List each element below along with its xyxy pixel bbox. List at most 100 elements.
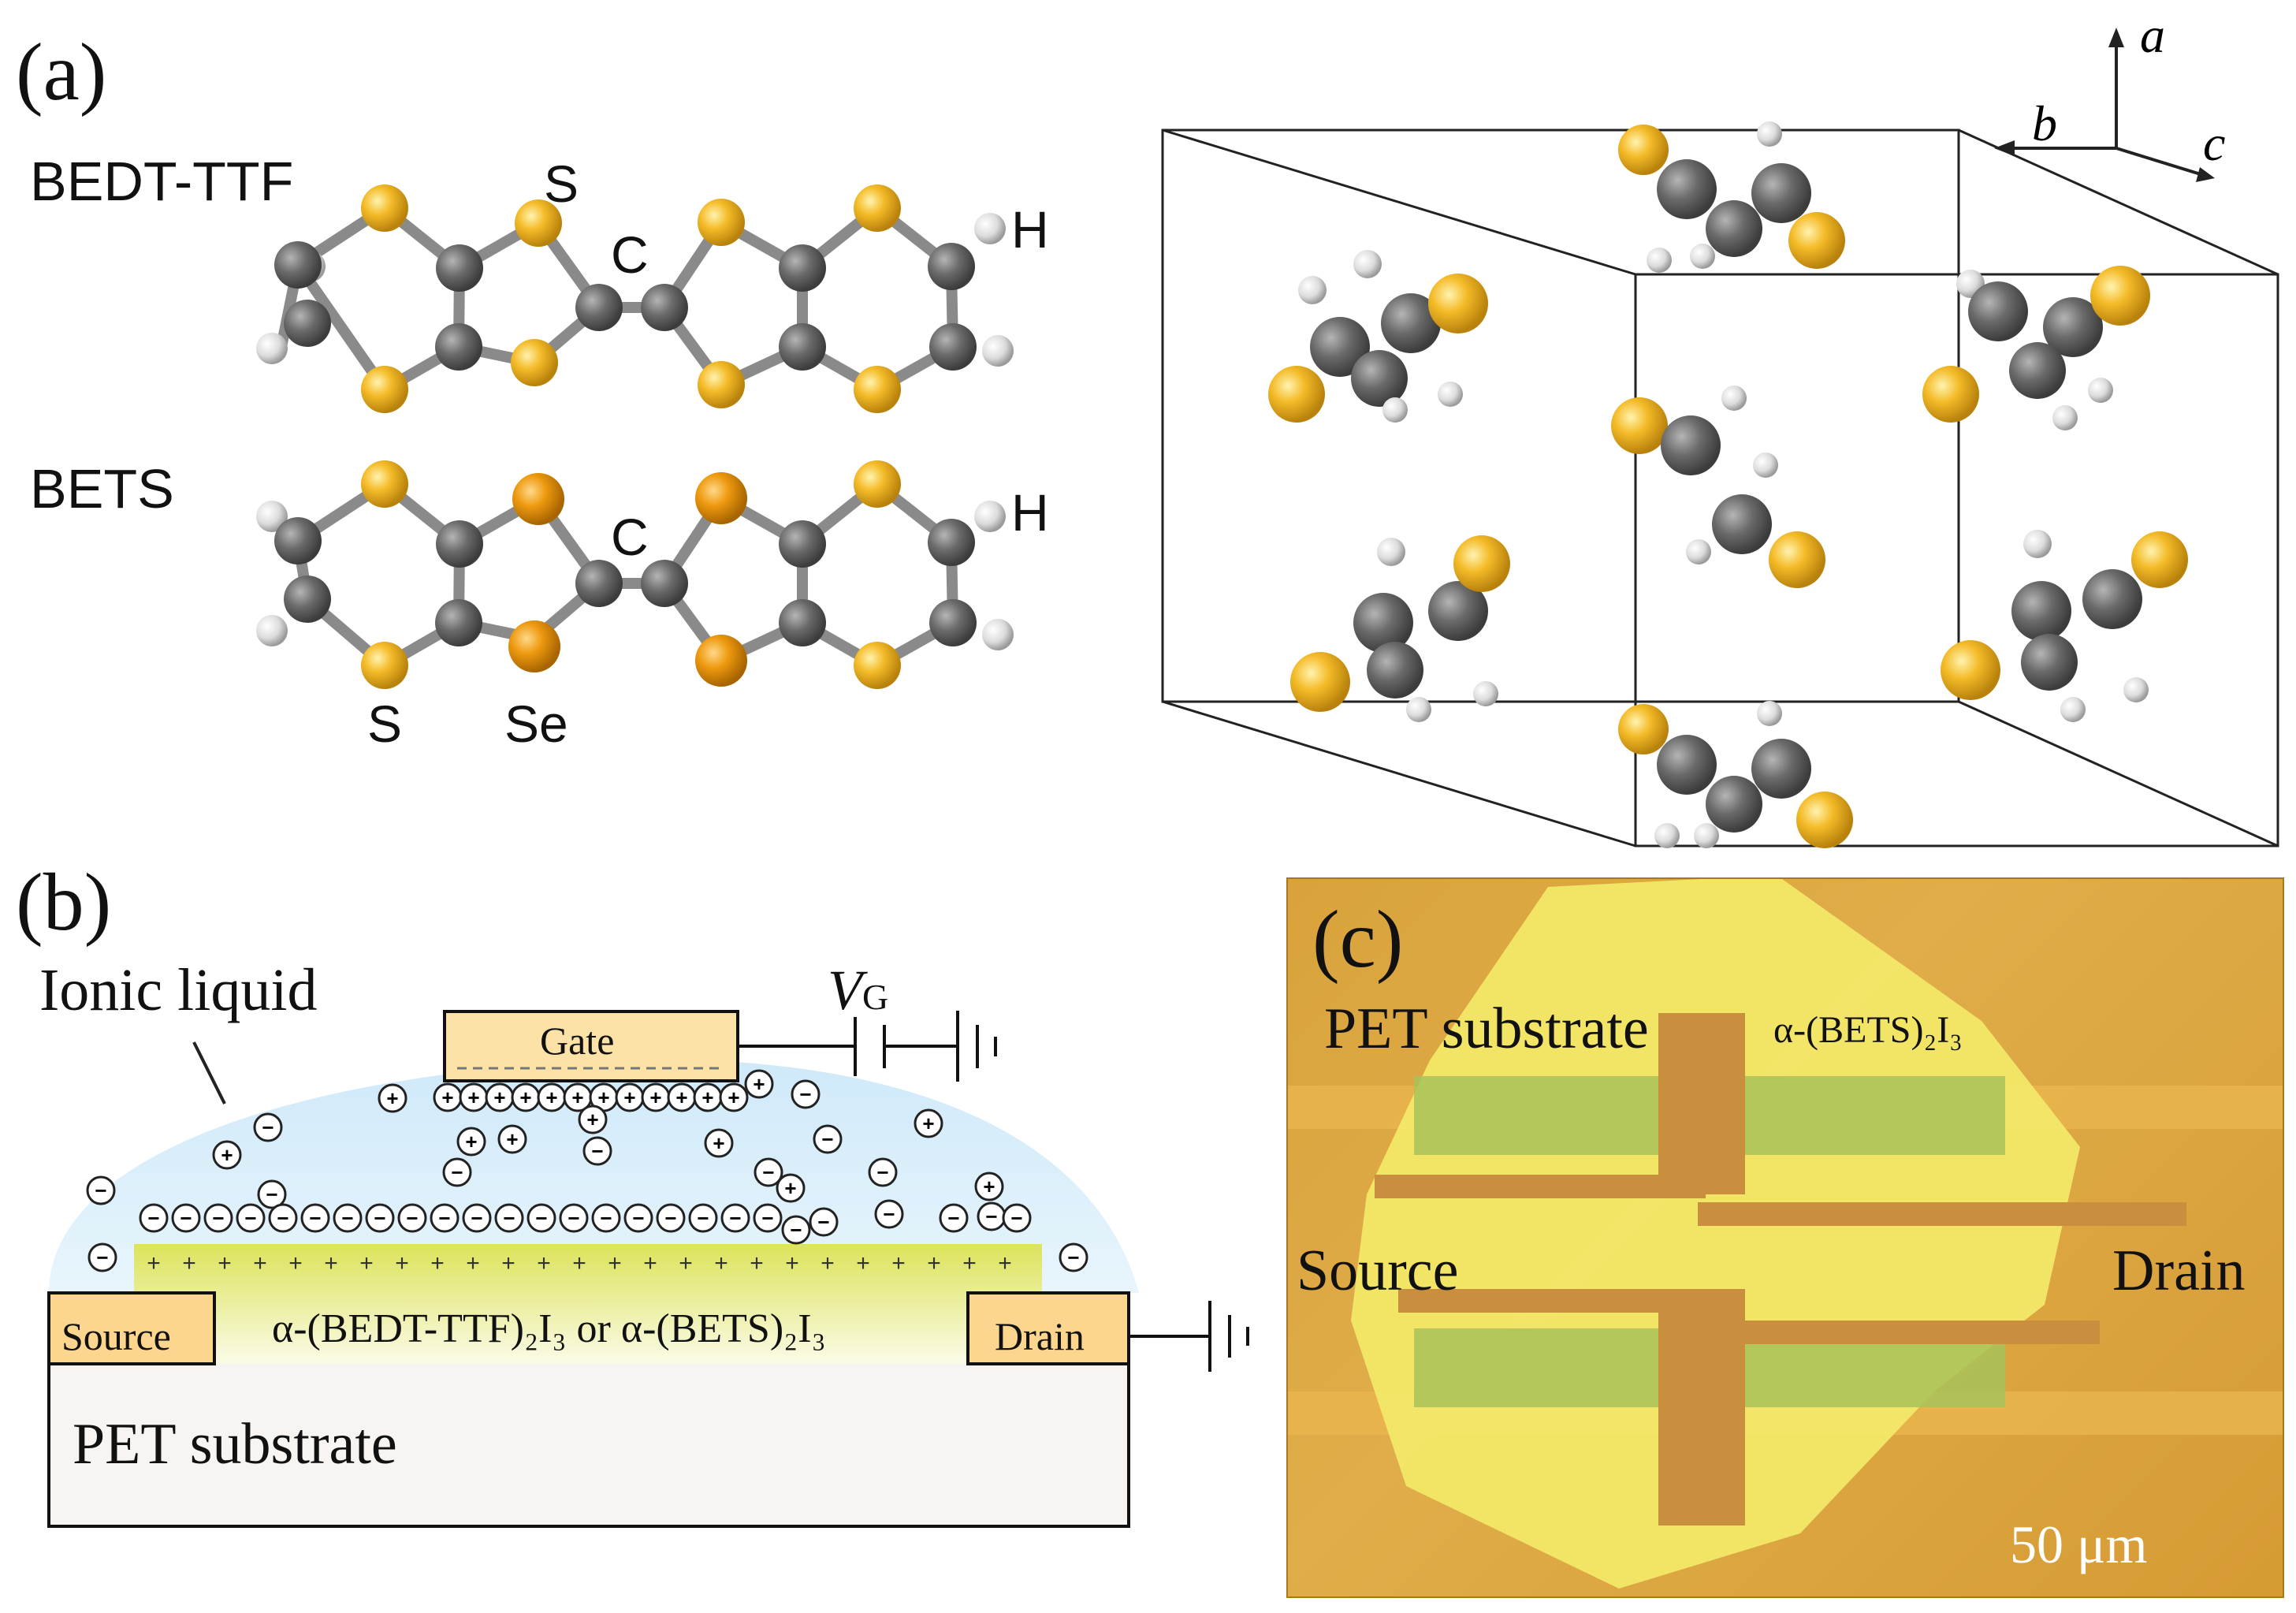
substrate-block — [47, 1361, 1130, 1528]
gate-label: Gate — [540, 1019, 615, 1063]
anion: − — [977, 1201, 1007, 1231]
anion: − — [791, 1079, 821, 1109]
source-label-c: Source — [1297, 1239, 1459, 1303]
svg-text:−: − — [95, 1179, 106, 1202]
cation: + — [744, 1069, 774, 1099]
ionic-liquid-label: Ionic liquid — [39, 957, 318, 1023]
svg-text:+: + — [922, 1112, 934, 1135]
svg-text:−: − — [212, 1206, 224, 1230]
anion: − — [397, 1203, 427, 1233]
anion: − — [430, 1203, 460, 1233]
hole-charge: + — [324, 1250, 338, 1276]
source-electrode — [47, 1291, 216, 1365]
hole-charge: + — [643, 1250, 657, 1276]
svg-text:−: − — [664, 1206, 676, 1230]
svg-text:−: − — [600, 1206, 612, 1230]
anion: − — [753, 1203, 783, 1233]
svg-text:+: + — [441, 1086, 453, 1109]
cation: + — [485, 1082, 515, 1112]
svg-text:+: + — [753, 1072, 765, 1096]
svg-text:−: − — [262, 1116, 274, 1139]
hole-charge: + — [218, 1250, 232, 1276]
anion: − — [257, 1179, 287, 1209]
svg-text:−: − — [309, 1206, 321, 1230]
hole-charge: + — [359, 1250, 374, 1276]
svg-text:+: + — [649, 1086, 661, 1109]
anion: − — [781, 1215, 811, 1245]
cation: + — [456, 1127, 486, 1157]
atom-label-se: Se — [504, 695, 568, 753]
svg-text:+: + — [701, 1086, 713, 1109]
hole-charge: + — [750, 1250, 764, 1276]
panel-b-label: (b) — [16, 857, 112, 948]
anion: − — [333, 1203, 363, 1233]
atom-label-h-top: H — [1011, 200, 1049, 259]
svg-text:−: − — [729, 1206, 741, 1230]
cation: + — [914, 1108, 943, 1138]
svg-text:−: − — [799, 1082, 811, 1106]
svg-text:−: − — [147, 1206, 159, 1230]
hole-charge: + — [608, 1250, 622, 1276]
anion: − — [939, 1203, 969, 1233]
cation: + — [667, 1082, 697, 1112]
anion: − — [623, 1203, 653, 1233]
svg-text:−: − — [697, 1206, 709, 1230]
unit-cell-molecules — [1268, 121, 2188, 848]
anion: − — [203, 1203, 233, 1233]
svg-text:+: + — [493, 1086, 505, 1109]
anion: − — [253, 1112, 283, 1142]
vg-sub: G — [861, 977, 889, 1017]
svg-text:−: − — [266, 1183, 277, 1206]
svg-text:−: − — [876, 1160, 888, 1184]
cation: + — [563, 1082, 593, 1112]
micrograph-drawing — [1288, 879, 2283, 1589]
cation: + — [378, 1083, 407, 1113]
cation: + — [615, 1082, 645, 1112]
svg-text:−: − — [503, 1206, 515, 1230]
cation: + — [704, 1128, 734, 1158]
svg-text:−: − — [947, 1206, 959, 1230]
anion: − — [582, 1136, 612, 1166]
svg-text:−: − — [790, 1218, 802, 1242]
source-label: Source — [61, 1314, 171, 1358]
anion: − — [442, 1157, 472, 1187]
svg-text:+: + — [784, 1176, 796, 1200]
svg-text:−: − — [451, 1160, 463, 1184]
channel-charges: +++++++++++++++++++++++++ — [147, 1250, 1012, 1276]
crystal-axes — [1994, 28, 2215, 182]
svg-text:−: − — [277, 1206, 288, 1230]
cation: + — [776, 1173, 806, 1203]
anion: − — [813, 1124, 843, 1154]
svg-text:+: + — [467, 1086, 479, 1109]
hole-charge: + — [962, 1250, 977, 1276]
svg-text:−: − — [438, 1206, 450, 1230]
panel-a-label: (a) — [16, 27, 107, 117]
anion: − — [268, 1203, 298, 1233]
svg-text:−: − — [374, 1206, 385, 1230]
hole-charge: + — [927, 1250, 941, 1276]
anion: − — [809, 1207, 839, 1237]
atom-label-h-bottom: H — [1011, 483, 1049, 542]
svg-text:−: − — [883, 1202, 895, 1226]
hole-charge: + — [501, 1250, 515, 1276]
hole-charge: + — [785, 1250, 799, 1276]
atom-label-s-bottom: S — [367, 695, 403, 753]
svg-text:+: + — [571, 1086, 583, 1109]
cation: + — [641, 1082, 671, 1112]
bedt-ttf-atoms — [256, 184, 1014, 413]
svg-text:+: + — [675, 1086, 687, 1109]
svg-text:+: + — [713, 1131, 724, 1155]
hole-charge: + — [572, 1250, 586, 1276]
ionic-liquid-leader — [192, 1041, 226, 1105]
anion: − — [86, 1175, 116, 1205]
cation: + — [537, 1082, 567, 1112]
hole-charge: + — [891, 1250, 906, 1276]
svg-text:−: − — [341, 1206, 353, 1230]
svg-text:−: − — [817, 1210, 829, 1234]
anion: − — [874, 1199, 904, 1229]
hole-charge: + — [537, 1250, 551, 1276]
cation: + — [511, 1082, 541, 1112]
hole-charge: + — [430, 1250, 445, 1276]
axis-label-b: b — [2032, 95, 2057, 151]
bets-atoms — [256, 460, 1014, 689]
